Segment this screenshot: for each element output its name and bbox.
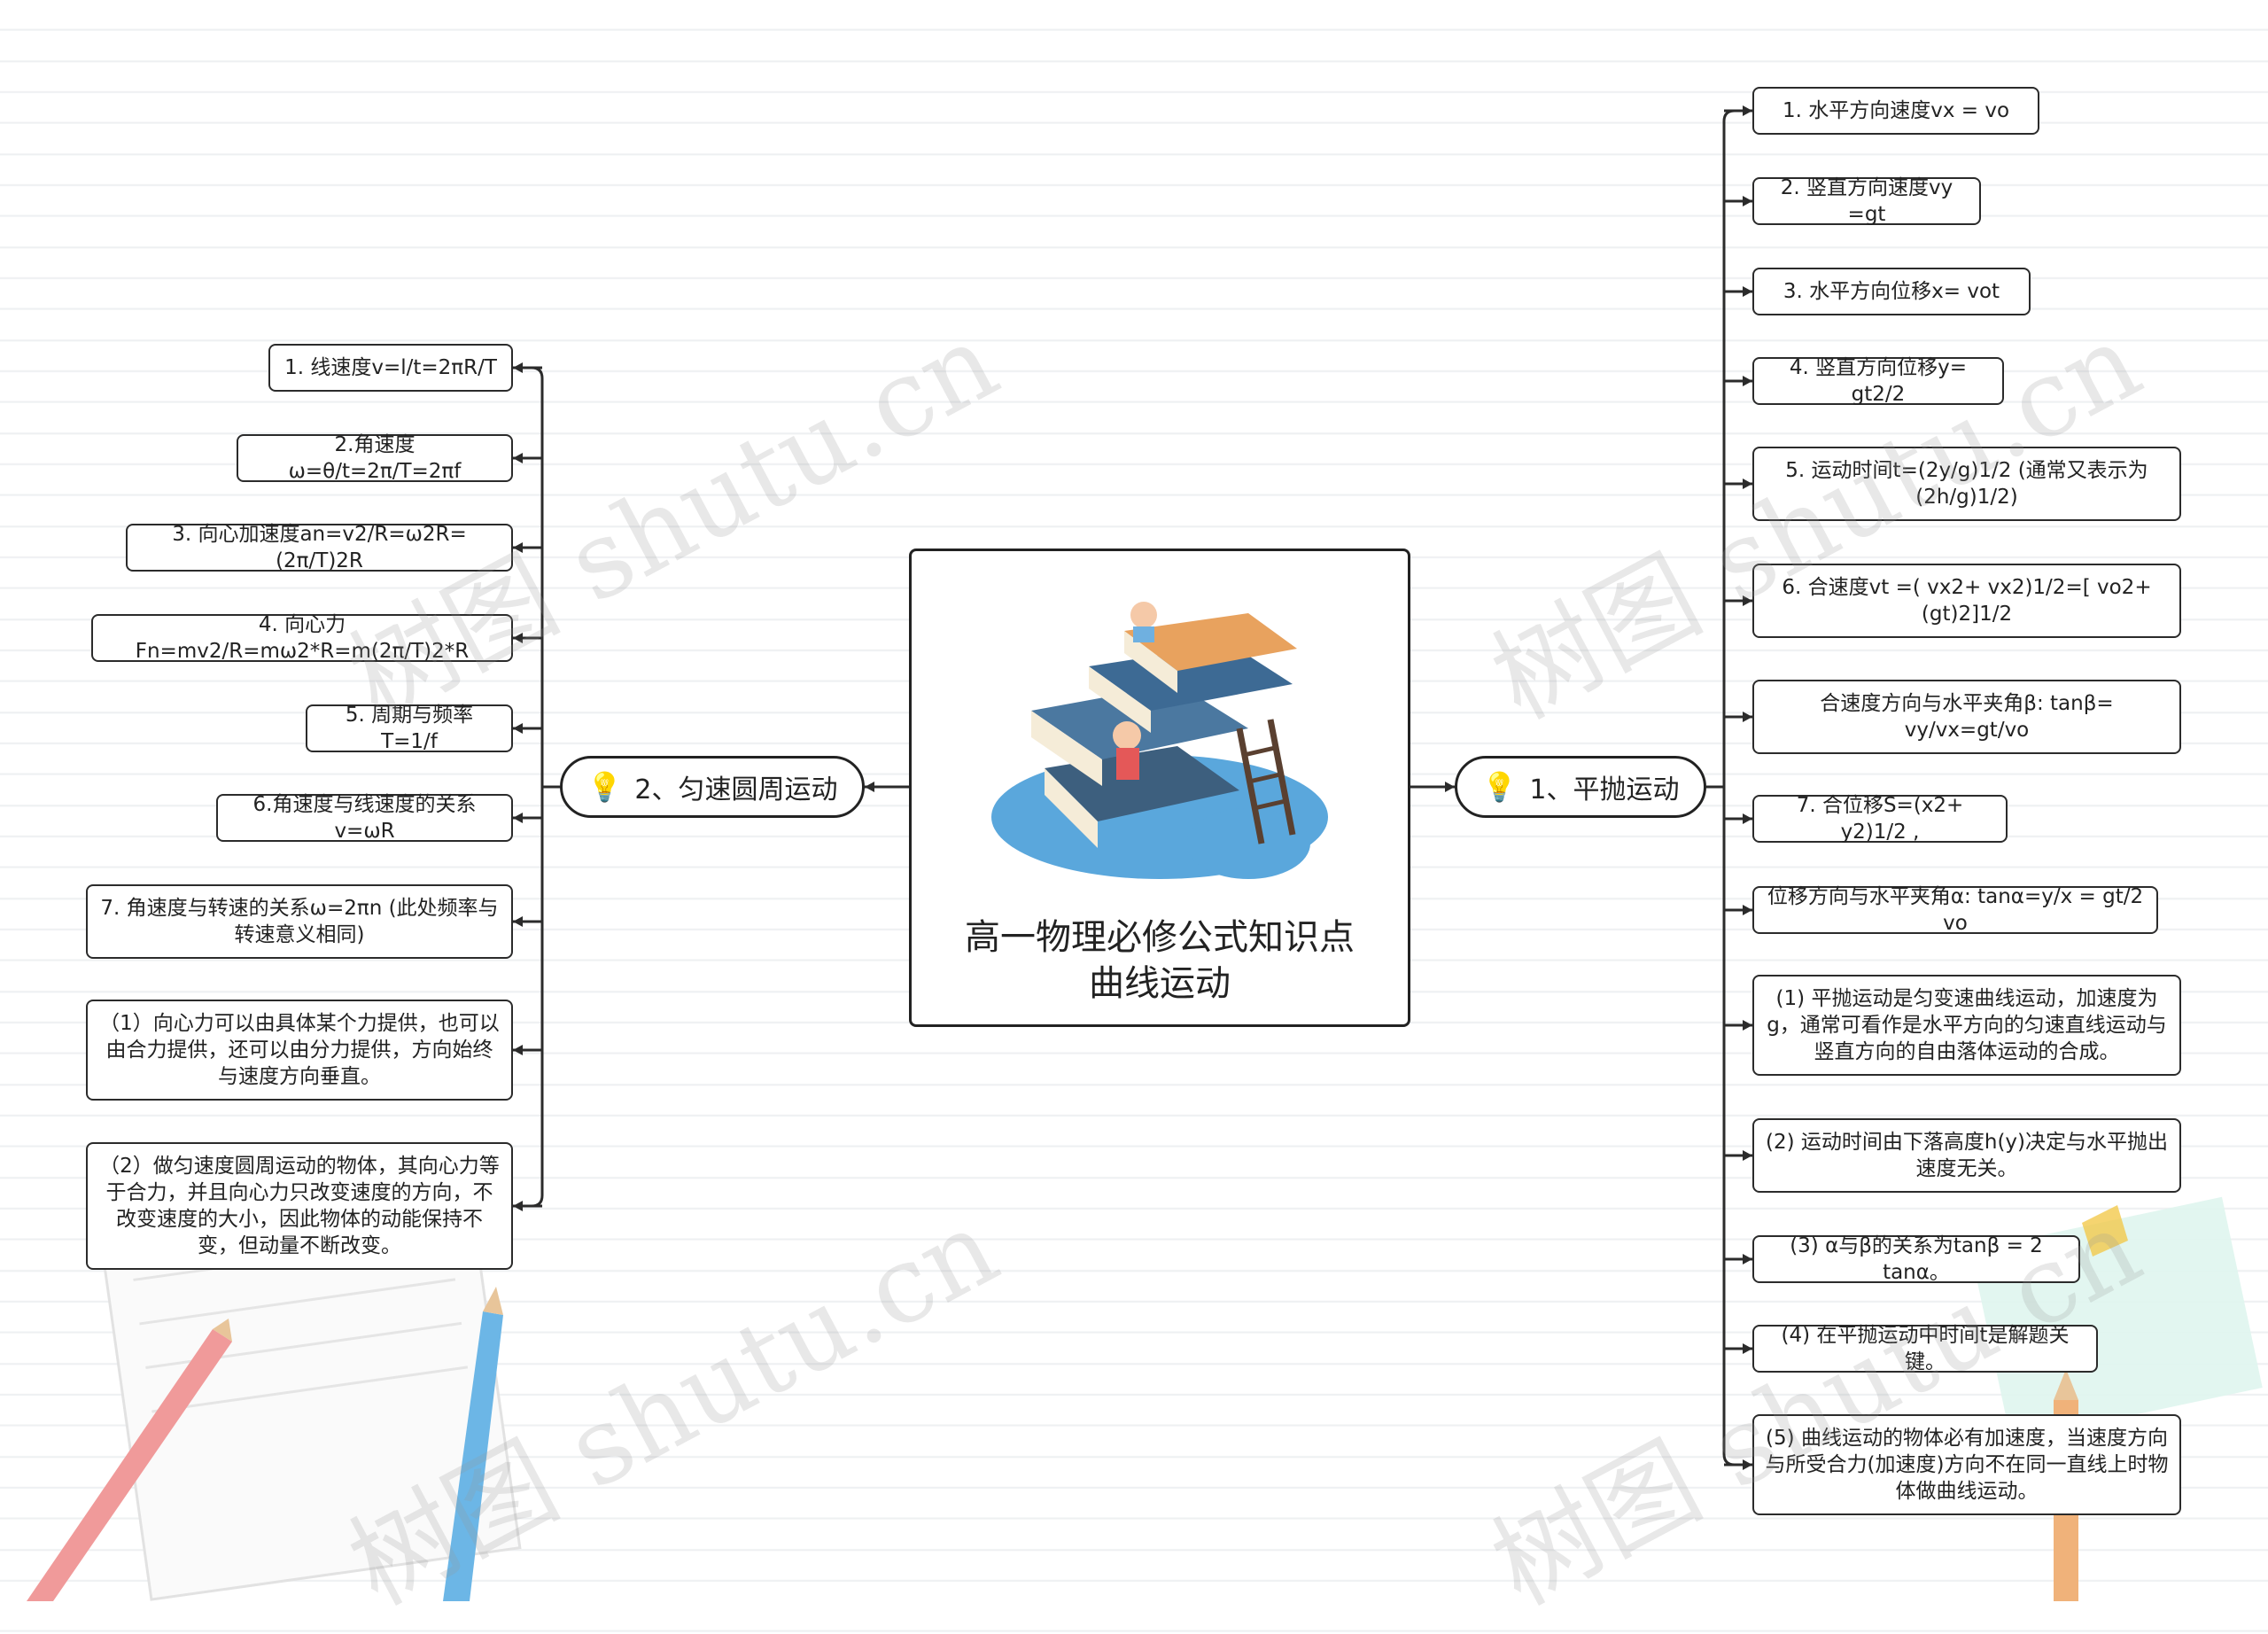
leaf-text: 5. 运动时间t=(2y/g)1/2 (通常又表示为(2h/g)1/2) xyxy=(1785,459,2148,509)
blue-pencil-decoration xyxy=(443,1287,503,1601)
leaf-text: 3. 向心加速度an=v2/R=ω2R=(2π/T)2R xyxy=(172,523,467,572)
leaf-text: 1. 水平方向速度vx = vo xyxy=(1782,99,2010,122)
books-illustration xyxy=(991,602,1328,879)
arrow-head xyxy=(1743,479,1752,489)
leaf-text: 4. 竖直方向位移y= gt2/2 xyxy=(1789,356,1968,406)
lightbulb-icon: 💡 xyxy=(586,770,623,804)
arrow-head xyxy=(513,633,523,643)
arrow-head xyxy=(1743,196,1752,206)
leaf-node[interactable]: 7. 角速度与转速的关系ω=2πn (此处频率与转速意义相同) xyxy=(86,884,513,959)
arrow-head xyxy=(513,916,523,927)
leaf-text: (5) 曲线运动的物体必有加速度，当速度方向与所受合力(加速度)方向不在同一直线… xyxy=(1765,1427,2169,1503)
leaf-text: 3. 水平方向位移x= vot xyxy=(1783,280,2000,303)
root-title: 高一物理必修公式知识点 曲线运动 xyxy=(912,914,1408,1007)
leaf-node[interactable]: (4) 在平抛运动中时间t是解题关键。 xyxy=(1752,1324,2098,1373)
leaf-node[interactable]: 位移方向与水平夹角α: tanα=y/x = gt/2 vo xyxy=(1752,885,2158,935)
paperclip-icon xyxy=(2082,1205,2128,1257)
branch-node-circular-motion[interactable]: 💡 2、匀速圆周运动 xyxy=(560,756,865,818)
arrow-head xyxy=(1743,105,1752,116)
arrow-head xyxy=(513,1045,523,1055)
leaf-node[interactable]: (3) α与β的关系为tanβ = 2 tanα。 xyxy=(1752,1234,2080,1284)
leaf-text: 6.角速度与线速度的关系v=ωR xyxy=(252,793,477,843)
arrow-head xyxy=(1743,1459,1752,1470)
arrow-head xyxy=(1743,1343,1752,1354)
leaf-text: (1) 平抛运动是匀变速曲线运动，加速度为g，通常可看作是水平方向的匀速直线运动… xyxy=(1767,987,2167,1063)
arrow-head xyxy=(1743,1150,1752,1161)
mindmap-connectors xyxy=(513,105,1752,1470)
arrow-head xyxy=(513,1201,523,1211)
leaf-text: 合速度方向与水平夹角β: tanβ= vy/vx=gt/vo xyxy=(1820,692,2114,742)
leaf-node[interactable]: 4. 向心力Fn=mv2/R=mω2*R=m(2π/T)2*R xyxy=(91,613,513,663)
leaf-node[interactable]: 5. 运动时间t=(2y/g)1/2 (通常又表示为(2h/g)1/2) xyxy=(1752,447,2181,521)
leaf-text: (2) 运动时间由下落高度h(y)决定与水平抛出速度无关。 xyxy=(1765,1131,2169,1180)
leaf-text: (3) α与β的关系为tanβ = 2 tanα。 xyxy=(1790,1234,2043,1284)
arrow-head xyxy=(513,362,523,373)
leaf-node[interactable]: 3. 向心加速度an=v2/R=ω2R=(2π/T)2R xyxy=(126,523,513,572)
leaf-text: （1）向心力可以由具体某个力提供，也可以由合力提供，还可以由分力提供，方向始终与… xyxy=(99,1012,500,1088)
root-title-line2: 曲线运动 xyxy=(1089,963,1231,1004)
branch-label: 2、匀速圆周运动 xyxy=(634,774,838,805)
arrow-head xyxy=(1445,782,1455,792)
leaf-node[interactable]: (5) 曲线运动的物体必有加速度，当速度方向与所受合力(加速度)方向不在同一直线… xyxy=(1752,1414,2181,1515)
leaf-node[interactable]: (1) 平抛运动是匀变速曲线运动，加速度为g，通常可看作是水平方向的匀速直线运动… xyxy=(1752,975,2181,1076)
root-topic[interactable]: 高一物理必修公式知识点 曲线运动 xyxy=(909,549,1410,1027)
leaf-node[interactable]: 6. 合速度vt =( vx2+ vx2)1/2=[ vo2+(gt)2]1/2 xyxy=(1752,564,2181,638)
arrow-head xyxy=(513,542,523,553)
branch-label: 1、平抛运动 xyxy=(1529,774,1680,805)
leaf-text: (4) 在平抛运动中时间t是解题关键。 xyxy=(1781,1324,2070,1373)
leaf-node[interactable]: 5. 周期与频率T=1/f xyxy=(306,704,513,753)
leaf-node[interactable]: (2) 运动时间由下落高度h(y)决定与水平抛出速度无关。 xyxy=(1752,1118,2181,1193)
arrow-head xyxy=(1743,286,1752,297)
connector-trunk xyxy=(531,366,544,1208)
leaf-text: 7. 角速度与转速的关系ω=2πn (此处频率与转速意义相同) xyxy=(100,897,499,946)
leaf-node[interactable]: 1. 水平方向速度vx = vo xyxy=(1752,87,2039,135)
leaf-node[interactable]: 3. 水平方向位移x= vot xyxy=(1752,268,2031,315)
leaf-node[interactable]: （1）向心力可以由具体某个力提供，也可以由合力提供，还可以由分力提供，方向始终与… xyxy=(86,1000,513,1101)
leaf-node[interactable]: 7. 合位移S=(x2+ y2)1/2 , xyxy=(1752,794,2008,844)
arrow-head xyxy=(1743,712,1752,722)
leaf-node[interactable]: 2. 竖直方向速度vy =gt xyxy=(1752,176,1981,226)
leaf-text: 5. 周期与频率T=1/f xyxy=(345,704,474,753)
leaf-node[interactable]: 6.角速度与线速度的关系v=ωR xyxy=(216,793,513,843)
arrow-head xyxy=(1743,813,1752,824)
arrow-head xyxy=(513,813,523,823)
arrow-head xyxy=(1743,595,1752,606)
leaf-node[interactable]: 1. 线速度v=l/t=2πR/T xyxy=(268,344,513,392)
leaf-node[interactable]: （2）做匀速度圆周运动的物体，其向心力等于合力，并且向心力只改变速度的方向，不改… xyxy=(86,1142,513,1270)
arrow-head xyxy=(1743,905,1752,915)
arrow-head xyxy=(513,453,523,463)
leaf-text: 2.角速度ω=θ/t=2π/T=2πf xyxy=(288,433,462,483)
arrow-head xyxy=(513,723,523,734)
leaf-text: 6. 合速度vt =( vx2+ vx2)1/2=[ vo2+(gt)2]1/2 xyxy=(1782,576,2152,626)
lightbulb-icon: 💡 xyxy=(1481,770,1518,804)
connector-trunk xyxy=(1722,109,1736,1467)
leaf-text: 2. 竖直方向速度vy =gt xyxy=(1780,176,1953,226)
pink-pencil-decoration xyxy=(27,1319,232,1601)
root-title-line1: 高一物理必修公式知识点 xyxy=(965,917,1355,958)
arrow-head xyxy=(1743,1020,1752,1031)
arrow-head xyxy=(865,782,874,792)
leaf-node[interactable]: 合速度方向与水平夹角β: tanβ= vy/vx=gt/vo xyxy=(1752,680,2181,754)
branch-node-parabolic-motion[interactable]: 💡 1、平抛运动 xyxy=(1455,756,1706,818)
leaf-text: 1. 线速度v=l/t=2πR/T xyxy=(284,356,497,379)
leaf-node[interactable]: 4. 竖直方向位移y= gt2/2 xyxy=(1752,356,2004,406)
leaf-text: （2）做匀速度圆周运动的物体，其向心力等于合力，并且向心力只改变速度的方向，不改… xyxy=(99,1155,500,1257)
leaf-text: 位移方向与水平夹角α: tanα=y/x = gt/2 vo xyxy=(1767,885,2144,935)
arrow-head xyxy=(1743,376,1752,386)
leaf-text: 7. 合位移S=(x2+ y2)1/2 , xyxy=(1796,794,1964,844)
arrow-head xyxy=(1743,1254,1752,1264)
leaf-node[interactable]: 2.角速度ω=θ/t=2π/T=2πf xyxy=(237,433,513,483)
leaf-text: 4. 向心力Fn=mv2/R=mω2*R=m(2π/T)2*R xyxy=(135,613,470,663)
